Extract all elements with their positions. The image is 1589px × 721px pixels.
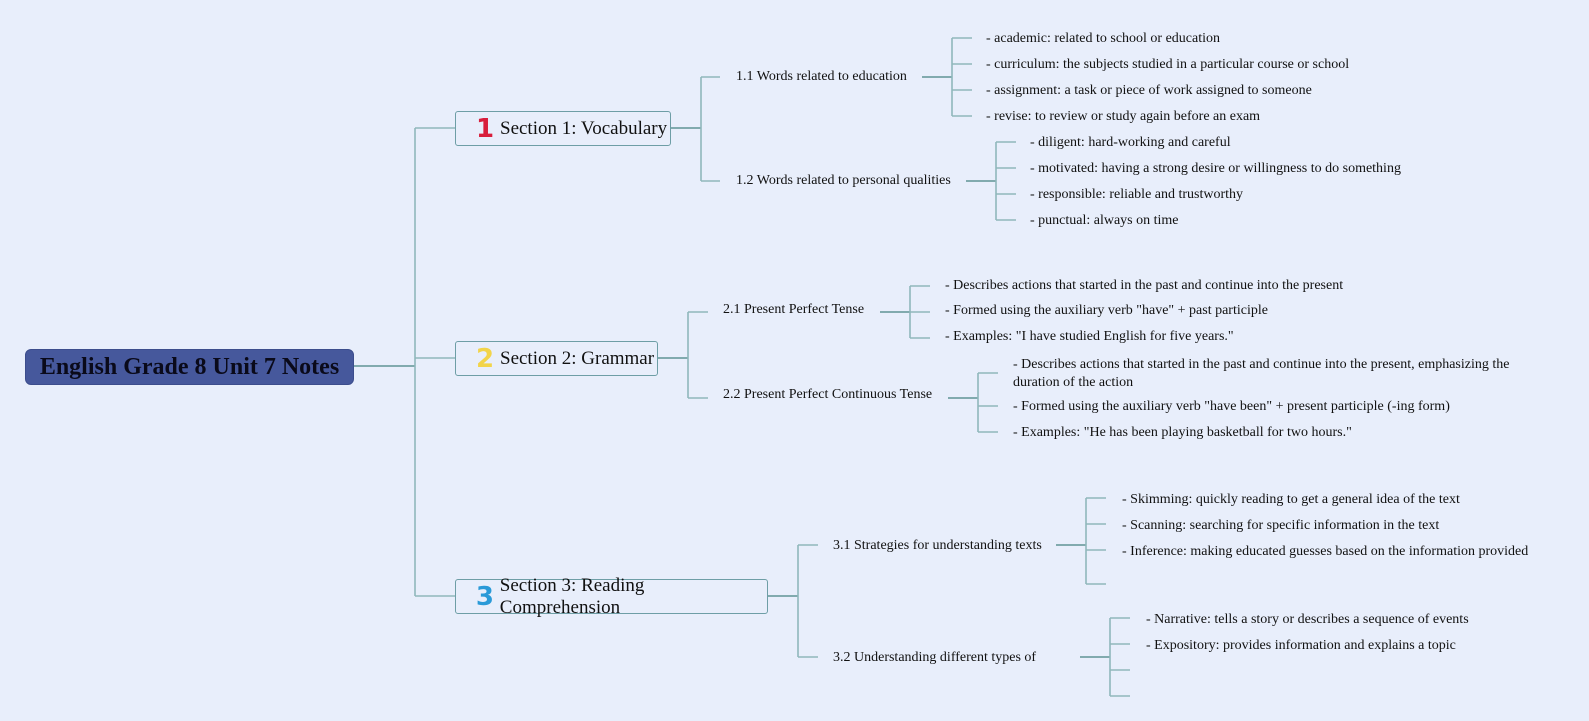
leaf-item[interactable]: - punctual: always on time — [1030, 213, 1179, 228]
subtopic-1-1[interactable]: 1.1 Words related to education — [736, 69, 907, 84]
leaf-item[interactable]: - Examples: "I have studied English for … — [945, 329, 1234, 344]
leaf-item[interactable]: - diligent: hard-working and careful — [1030, 135, 1231, 150]
number-3-icon: 3 — [475, 581, 494, 612]
subtopic-3-1[interactable]: 3.1 Strategies for understanding texts — [833, 538, 1042, 553]
number-2-icon: 2 — [475, 343, 495, 374]
leaf-item[interactable]: - Examples: "He has been playing basketb… — [1013, 425, 1352, 440]
subtopic-2-2[interactable]: 2.2 Present Perfect Continuous Tense — [723, 387, 933, 402]
section-1-node[interactable]: 1 Section 1: Vocabulary — [455, 111, 671, 146]
leaf-item[interactable]: - revise: to review or study again befor… — [986, 109, 1261, 124]
root-title: English Grade 8 Unit 7 Notes — [39, 353, 340, 380]
section-label: Section 1: Vocabulary — [500, 117, 668, 139]
leaf-item[interactable]: - Describes actions that started in the … — [1013, 357, 1510, 390]
leaf-item[interactable]: - Scanning: searching for specific infor… — [1122, 518, 1440, 533]
leaf-item[interactable]: - assignment: a task or piece of work as… — [986, 83, 1312, 98]
number-1-icon: 1 — [475, 113, 495, 144]
leaf-item[interactable]: - Describes actions that started in the … — [945, 278, 1344, 293]
leaf-item[interactable]: - Inference: making educated guesses bas… — [1122, 544, 1529, 559]
subtopic-1-2[interactable]: 1.2 Words related to personal qualities — [736, 173, 951, 188]
leaf-item[interactable]: - Expository: provides information and e… — [1146, 638, 1456, 653]
leaf-item[interactable]: - academic: related to school or educati… — [986, 31, 1221, 46]
leaf-item[interactable]: - curriculum: the subjects studied in a … — [986, 57, 1350, 72]
leaf-item[interactable]: - Formed using the auxiliary verb "have … — [1013, 399, 1450, 414]
leaf-item[interactable]: - Skimming: quickly reading to get a gen… — [1122, 492, 1460, 507]
section-3-node[interactable]: 3 Section 3: Reading Comprehension — [455, 575, 768, 618]
section-label: Section 2: Grammar — [500, 347, 655, 369]
leaf-item[interactable]: - Formed using the auxiliary verb "have"… — [945, 303, 1268, 318]
leaf-item[interactable]: - Narrative: tells a story or describes … — [1146, 612, 1469, 627]
root-topic[interactable]: English Grade 8 Unit 7 Notes — [25, 349, 354, 385]
leaf-item[interactable]: - responsible: reliable and trustworthy — [1030, 187, 1244, 202]
subtopic-2-1[interactable]: 2.1 Present Perfect Tense — [723, 302, 865, 317]
section-2-node[interactable]: 2 Section 2: Grammar — [455, 341, 658, 376]
section-label: Section 3: Reading Comprehension — [499, 574, 645, 618]
leaf-item[interactable]: - motivated: having a strong desire or w… — [1030, 161, 1401, 176]
subtopic-3-2[interactable]: 3.2 Understanding different types of — [833, 650, 1037, 665]
